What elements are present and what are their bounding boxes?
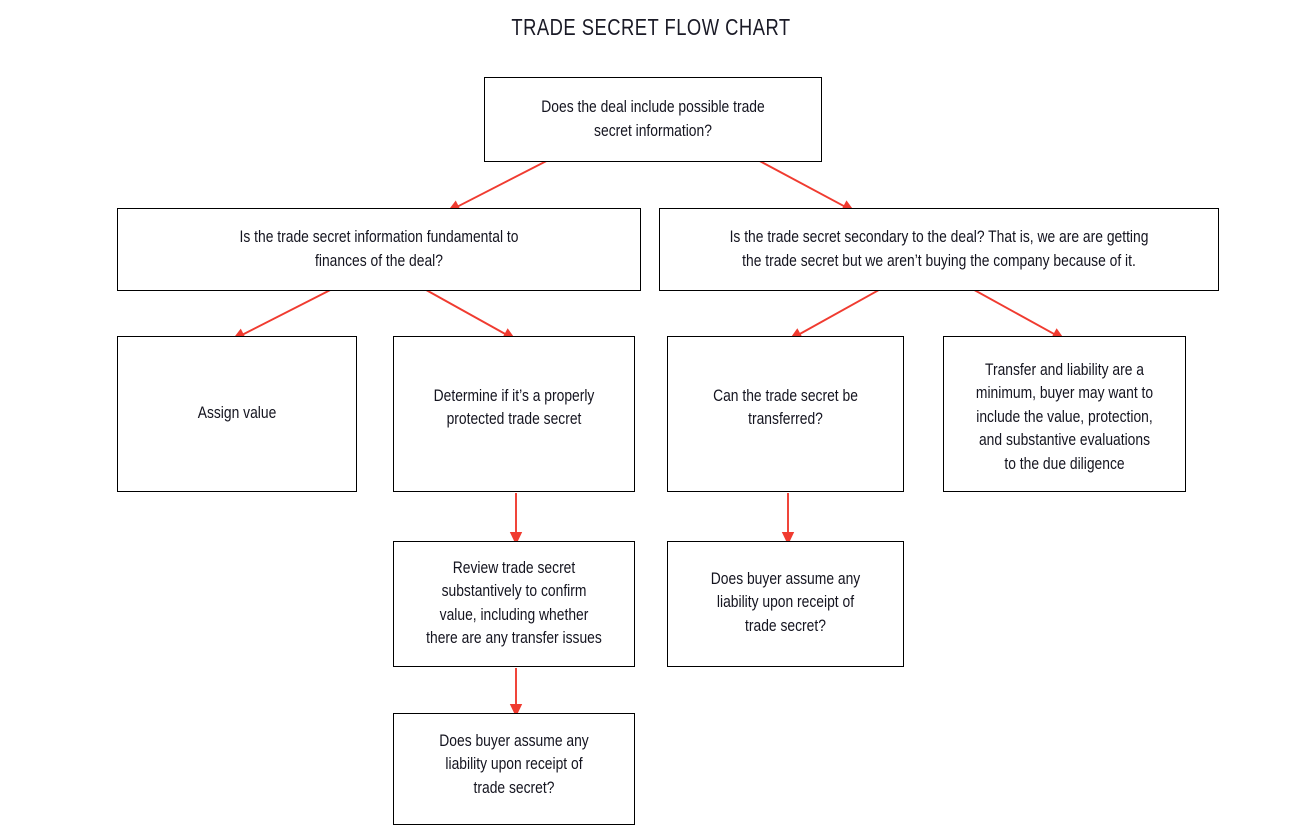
node-label: Transfer and liability are a minimum, bu… bbox=[975, 361, 1154, 473]
edge-determine-to-review bbox=[509, 493, 523, 545]
node-label: Determine if it’s a properly protected t… bbox=[433, 387, 595, 429]
node-trade-secret-fundamental[interactable]: Is the trade secret information fundamen… bbox=[117, 208, 641, 291]
node-buyer-assume-liability-bottom[interactable]: Does buyer assume any liability upon rec… bbox=[393, 713, 635, 825]
node-label: Can the trade secret be transferred? bbox=[713, 387, 858, 429]
node-can-trade-secret-be-transferred[interactable]: Can the trade secret be transferred? bbox=[667, 336, 904, 492]
node-deal-includes-trade-secret[interactable]: Does the deal include possible trade sec… bbox=[484, 77, 822, 162]
node-label: Review trade secret substantively to con… bbox=[426, 559, 602, 648]
node-label: Does buyer assume any liability upon rec… bbox=[710, 570, 861, 635]
node-label: Is the trade secret secondary to the dea… bbox=[729, 228, 1149, 270]
edge-review-to-liability bbox=[509, 668, 523, 717]
node-label: Is the trade secret information fundamen… bbox=[239, 228, 519, 270]
node-trade-secret-secondary[interactable]: Is the trade secret secondary to the dea… bbox=[659, 208, 1219, 291]
edge-transfer-to-liability bbox=[781, 493, 795, 545]
node-buyer-assume-liability-right[interactable]: Does buyer assume any liability upon rec… bbox=[667, 541, 904, 667]
node-transfer-and-liability-minimum[interactable]: Transfer and liability are a minimum, bu… bbox=[943, 336, 1186, 492]
node-review-trade-secret-substantively[interactable]: Review trade secret substantively to con… bbox=[393, 541, 635, 667]
node-determine-properly-protected[interactable]: Determine if it’s a properly protected t… bbox=[393, 336, 635, 492]
node-label: Does the deal include possible trade sec… bbox=[541, 98, 765, 140]
node-label: Assign value bbox=[197, 404, 277, 423]
node-label: Does buyer assume any liability upon rec… bbox=[439, 732, 589, 797]
node-assign-value[interactable]: Assign value bbox=[117, 336, 357, 492]
page-title: TRADE SECRET FLOW CHART bbox=[511, 14, 791, 40]
